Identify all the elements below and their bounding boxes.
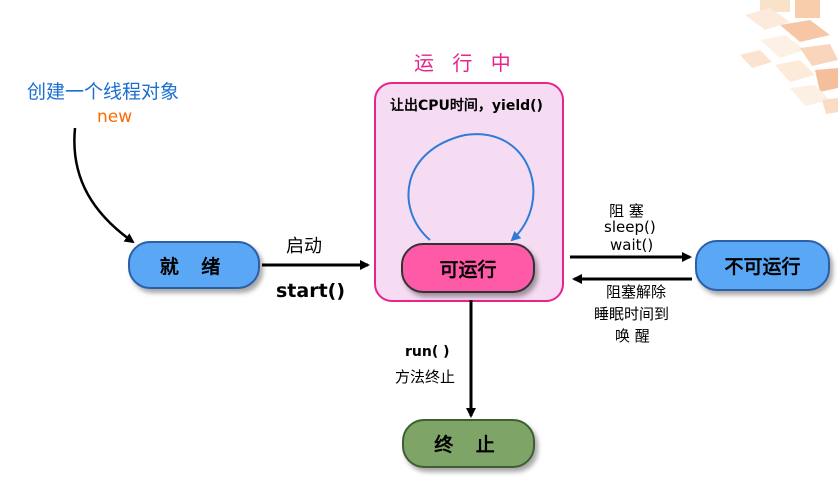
create-object-label: 创建一个线程对象 bbox=[27, 81, 180, 103]
terminated-state-node: 终 止 bbox=[402, 419, 535, 468]
start-cn-label: 启动 bbox=[286, 236, 322, 257]
start-fn-label: start() bbox=[276, 280, 346, 302]
ready-state-label: 就 绪 bbox=[159, 255, 229, 278]
not-runnable-state-node: 不可运行 bbox=[695, 240, 830, 291]
unblock-label-3: 唤 醒 bbox=[615, 327, 650, 345]
yield-loop-arrow bbox=[407, 133, 535, 242]
not-runnable-state-label: 不可运行 bbox=[724, 256, 801, 278]
new-arrow bbox=[73, 127, 135, 244]
running-title: 运 行 中 bbox=[414, 51, 517, 75]
new-keyword-label: new bbox=[97, 107, 133, 127]
unblock-label-1: 阻塞解除 bbox=[606, 283, 667, 301]
block-wait-label: wait() bbox=[610, 236, 654, 254]
ready-state-node: 就 绪 bbox=[128, 241, 260, 289]
run-fn-label: run( ) bbox=[405, 344, 450, 360]
run-end-label: 方法终止 bbox=[395, 368, 456, 386]
runnable-state-node: 可运行 bbox=[401, 243, 535, 293]
yield-label: 让出CPU时间，yield() bbox=[390, 98, 543, 114]
block-sleep-label: sleep() bbox=[604, 218, 656, 236]
terminated-state-label: 终 止 bbox=[434, 434, 503, 456]
runnable-state-label: 可运行 bbox=[439, 258, 497, 281]
unblock-label-2: 睡眠时间到 bbox=[594, 305, 670, 323]
block-cn-label: 阻 塞 bbox=[609, 202, 644, 220]
